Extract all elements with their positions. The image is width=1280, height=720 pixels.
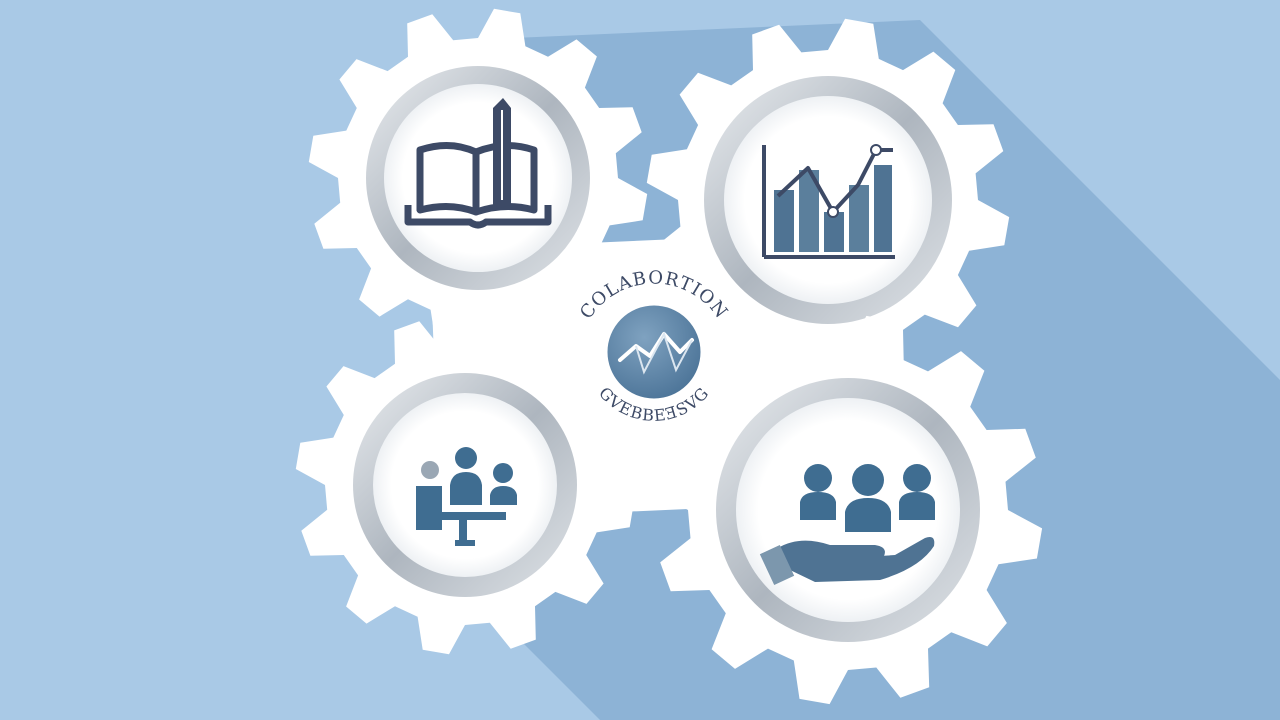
open-book-with-pen-icon: [404, 98, 552, 229]
gear-knowledge: [308, 8, 648, 348]
hand-holding-people-icon: [759, 464, 935, 586]
gear-meeting: [295, 315, 635, 655]
team-meeting-icon: [416, 447, 517, 546]
gear-analytics: [646, 18, 1010, 382]
handshake-icon: [618, 331, 694, 375]
bar-line-chart-icon: [762, 144, 895, 259]
gear-support: [653, 315, 1043, 705]
